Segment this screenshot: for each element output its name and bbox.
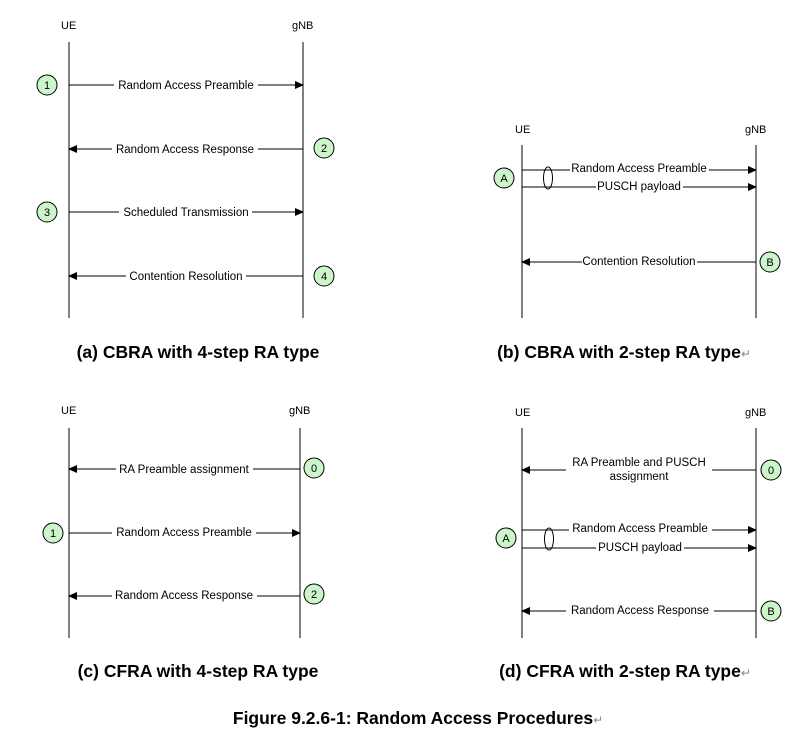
step-label: A	[502, 533, 510, 545]
gnb-label: gNB	[745, 124, 766, 136]
step-marker	[759, 251, 781, 273]
message-label: Random Access Response	[115, 590, 253, 602]
panel-caption: (b) CBRA with 2-step RA type↵	[497, 342, 751, 362]
message-label: Scheduled Transmission	[123, 207, 248, 219]
ue-label: UE	[515, 407, 530, 419]
step-marker	[493, 167, 515, 189]
panel-caption: (c) CFRA with 4-step RA type	[78, 661, 319, 681]
message-label: Random Access Preamble	[118, 80, 254, 92]
step-marker	[36, 74, 58, 96]
step-label: 1	[50, 528, 56, 540]
message-label: Random Access Preamble	[572, 523, 708, 535]
step-marker	[42, 522, 64, 544]
figure-caption: Figure 9.2.6-1: Random Access Procedures…	[233, 708, 603, 728]
step-label: 0	[311, 463, 317, 475]
step-label: A	[500, 173, 508, 185]
message-label: PUSCH payload	[598, 542, 682, 554]
message-label: RA Preamble assignment	[119, 464, 250, 476]
panel-d: UE gNB RA Preamble and PUSCH assignment …	[495, 407, 782, 681]
step-marker	[313, 265, 335, 287]
step-label: 0	[768, 465, 774, 477]
gnb-label: gNB	[289, 405, 310, 417]
message-label: Random Access Response	[116, 144, 254, 156]
panel-caption: (a) CBRA with 4-step RA type	[77, 342, 320, 362]
step-label: B	[767, 606, 774, 618]
step-marker	[303, 457, 325, 479]
gnb-label: gNB	[292, 20, 313, 32]
message-label: PUSCH payload	[597, 181, 681, 193]
step-label: 3	[44, 207, 50, 219]
step-marker	[495, 527, 517, 549]
ue-label: UE	[61, 405, 76, 417]
grouping-ellipse	[543, 166, 553, 190]
panel-b: UE gNB Random Access Preamble PUSCH payl…	[493, 124, 781, 362]
return-mark: ↵	[741, 347, 751, 361]
step-marker	[36, 201, 58, 223]
message-label: Random Access Preamble	[116, 527, 252, 539]
grouping-ellipse	[544, 527, 554, 551]
step-marker	[760, 600, 782, 622]
step-marker	[303, 583, 325, 605]
step-label: B	[766, 257, 773, 269]
message-label: Contention Resolution	[129, 271, 242, 283]
message-label: Contention Resolution	[582, 256, 695, 268]
ue-label: UE	[61, 20, 76, 32]
gnb-label: gNB	[745, 407, 766, 419]
step-label: 2	[311, 589, 317, 601]
step-label: 4	[321, 271, 327, 283]
return-mark: ↵	[593, 713, 603, 727]
message-label-line2: assignment	[610, 471, 670, 483]
step-label: 1	[44, 80, 50, 92]
panel-c: UE gNB RA Preamble assignment Random Acc…	[42, 405, 325, 681]
message-label: Random Access Response	[571, 605, 709, 617]
panel-a: UE gNB Random Access Preamble Random Acc…	[36, 20, 335, 362]
step-label: 2	[321, 143, 327, 155]
step-marker	[760, 459, 782, 481]
step-marker	[313, 137, 335, 159]
message-label: RA Preamble and PUSCH	[572, 457, 706, 469]
panel-caption: (d) CFRA with 2-step RA type↵	[499, 661, 751, 681]
message-label: Random Access Preamble	[571, 163, 707, 175]
return-mark: ↵	[741, 666, 751, 680]
ue-label: UE	[515, 124, 530, 136]
